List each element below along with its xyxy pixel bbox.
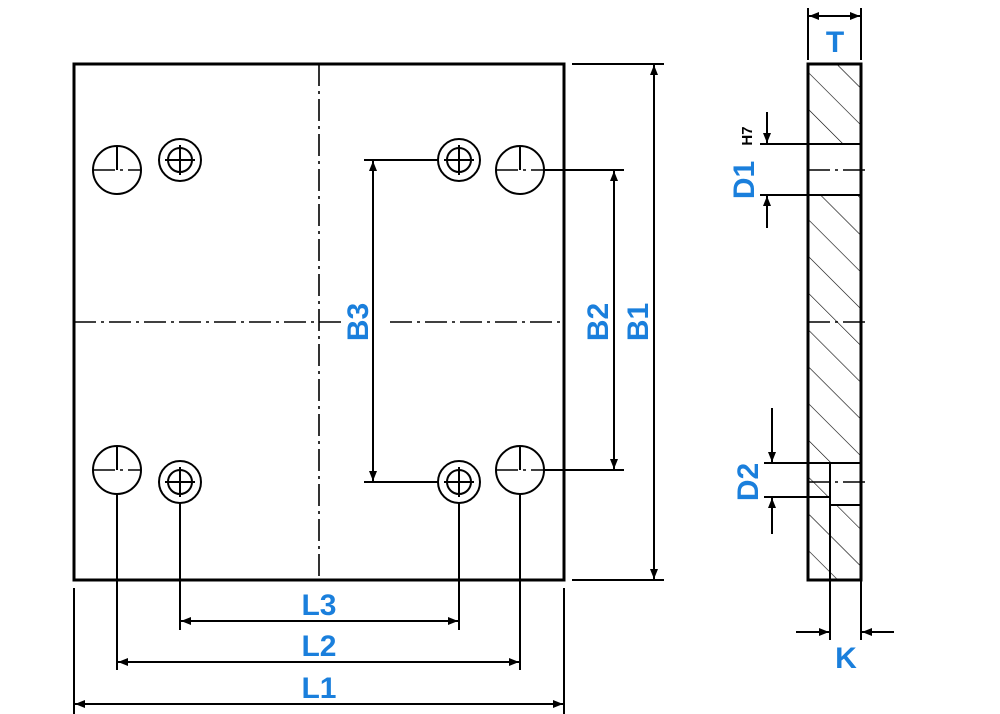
side-hatch-bottom [830,505,861,580]
counterbore-hole-top-right [437,138,481,182]
through-hole-bottom-left [92,445,142,495]
dimension-L2: L2 [116,494,521,670]
counterbore-hole-bottom-left [158,460,202,504]
label-L2: L2 [301,630,336,663]
label-D1-tolerance: H7 [739,126,756,145]
dimension-L1: L1 [73,588,565,714]
label-L1: L1 [301,672,336,705]
through-hole-top-left [92,145,142,195]
label-D1: D1 [728,161,761,199]
through-hole-bottom-right [495,445,545,495]
label-L3: L3 [301,589,336,622]
dimension-B3: B3 [342,159,438,483]
label-B2: B2 [582,303,615,341]
counterbore-hole-bottom-right [437,460,481,504]
dimension-B2: B2 [544,169,624,471]
side-view [806,62,866,582]
label-K: K [835,642,857,675]
label-D2: D2 [732,463,765,501]
dimension-K: K [796,580,894,675]
side-hatch-upper [808,64,861,144]
dimension-L3: L3 [179,503,460,630]
front-view [72,62,566,582]
through-hole-top-right [495,145,545,195]
dimension-D1: D1 H7 [728,112,808,228]
side-hatch-lower-left [808,463,830,580]
dimension-D2: D2 [732,408,830,534]
dimension-B1: B1 [572,63,664,581]
counterbore-hole-top-left [158,138,202,182]
dimension-T: T [807,8,862,60]
label-B3: B3 [342,303,375,341]
label-B1: B1 [622,303,655,341]
side-hatch-middle [808,195,861,463]
label-T: T [826,26,844,59]
